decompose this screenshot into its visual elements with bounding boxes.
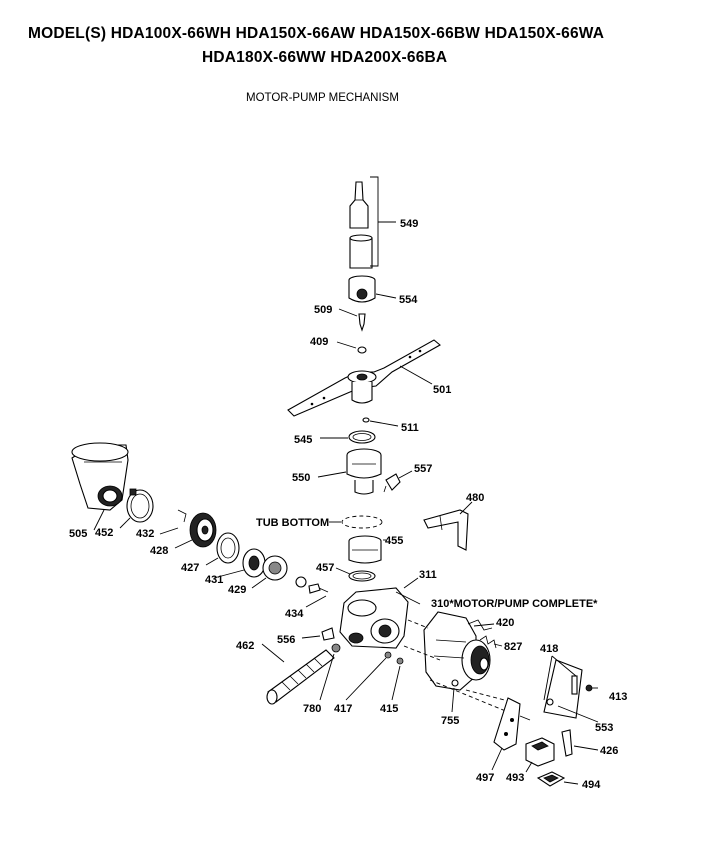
hose-part <box>266 649 335 705</box>
tub-bottom-note: TUB BOTTOM <box>256 517 329 529</box>
part-label-413: 413 <box>609 691 627 703</box>
part-label-434: 434 <box>285 608 304 620</box>
clamp-part <box>126 488 154 523</box>
part-label-432: 432 <box>136 528 154 540</box>
part-label-418: 418 <box>540 643 558 655</box>
part-label-417: 417 <box>334 703 352 715</box>
hub-part <box>348 275 376 303</box>
gear-part <box>189 512 217 548</box>
impeller-housing-part <box>348 535 382 564</box>
part-label-427: 427 <box>181 562 199 574</box>
deflector-part <box>423 509 469 551</box>
nut-small-part <box>396 657 404 665</box>
part-label-554: 554 <box>399 294 418 306</box>
washer-part <box>362 417 370 423</box>
cap-part <box>262 555 288 581</box>
foot-part <box>536 771 566 787</box>
part-label-462: 462 <box>236 640 254 652</box>
part-label-509: 509 <box>314 304 332 316</box>
part-label-550: 550 <box>292 472 310 484</box>
part-label-505: 505 <box>69 528 87 540</box>
mount-bracket-part <box>493 697 531 751</box>
bracket-part <box>543 659 593 719</box>
part-label-457: 457 <box>316 562 334 574</box>
motor-part <box>423 611 491 691</box>
part-label-556: 556 <box>277 634 295 646</box>
screw-small-part <box>384 651 392 659</box>
part-label-511: 511 <box>401 422 419 434</box>
part-label-480: 480 <box>466 492 484 504</box>
part-label-780: 780 <box>303 703 321 715</box>
spring-part <box>479 635 497 649</box>
part-label-429: 429 <box>228 584 246 596</box>
spray-arm-part <box>287 339 441 417</box>
part-label-755: 755 <box>441 715 459 727</box>
seal-ring-part <box>348 430 376 444</box>
part-label-311: 311 <box>419 569 437 581</box>
part-label-431: 431 <box>205 574 223 586</box>
diagram-title: MOTOR-PUMP MECHANISM <box>246 92 399 104</box>
part-label-493: 493 <box>506 772 524 784</box>
part-label-415: 415 <box>380 703 398 715</box>
part-label-553: 553 <box>595 722 613 734</box>
fitting-part <box>321 627 335 641</box>
motor-pump-complete-note: 310*MOTOR/PUMP COMPLETE* <box>431 598 598 610</box>
part-label-557: 557 <box>414 463 432 475</box>
plug-part <box>331 643 341 653</box>
disc-part <box>242 548 266 578</box>
spray-tower-part <box>349 181 373 269</box>
part-label-497: 497 <box>476 772 494 784</box>
part-label-426: 426 <box>600 745 618 757</box>
grommet-part <box>451 679 459 687</box>
part-label-420: 420 <box>496 617 514 629</box>
part-label-455: 455 <box>385 535 403 547</box>
part-label-428: 428 <box>150 545 168 557</box>
o-ring-part <box>348 570 376 582</box>
nut-part <box>357 346 367 354</box>
nozzle-part <box>383 473 401 493</box>
pump-housing-part <box>346 448 382 495</box>
part-label-409: 409 <box>310 336 328 348</box>
part-label-827: 827 <box>504 641 522 653</box>
pump-body-part <box>339 587 421 649</box>
part-label-501: 501 <box>433 384 451 396</box>
ring-part <box>216 532 240 564</box>
wire-part <box>177 509 187 523</box>
part-label-494: 494 <box>582 779 601 791</box>
mount-pad-part <box>525 737 555 767</box>
screw-part <box>358 313 366 332</box>
models-line-1: MODEL(S) HDA100X-66WH HDA150X-66AW HDA15… <box>28 25 605 42</box>
models-line-2: HDA180X-66WW HDA200X-66BA <box>202 49 448 66</box>
part-label-545: 545 <box>294 434 312 446</box>
clip-small-part <box>561 729 573 757</box>
sump-part <box>71 442 129 511</box>
bolt-part <box>295 576 329 594</box>
part-label-549: 549 <box>400 218 418 230</box>
part-label-452: 452 <box>95 527 113 539</box>
